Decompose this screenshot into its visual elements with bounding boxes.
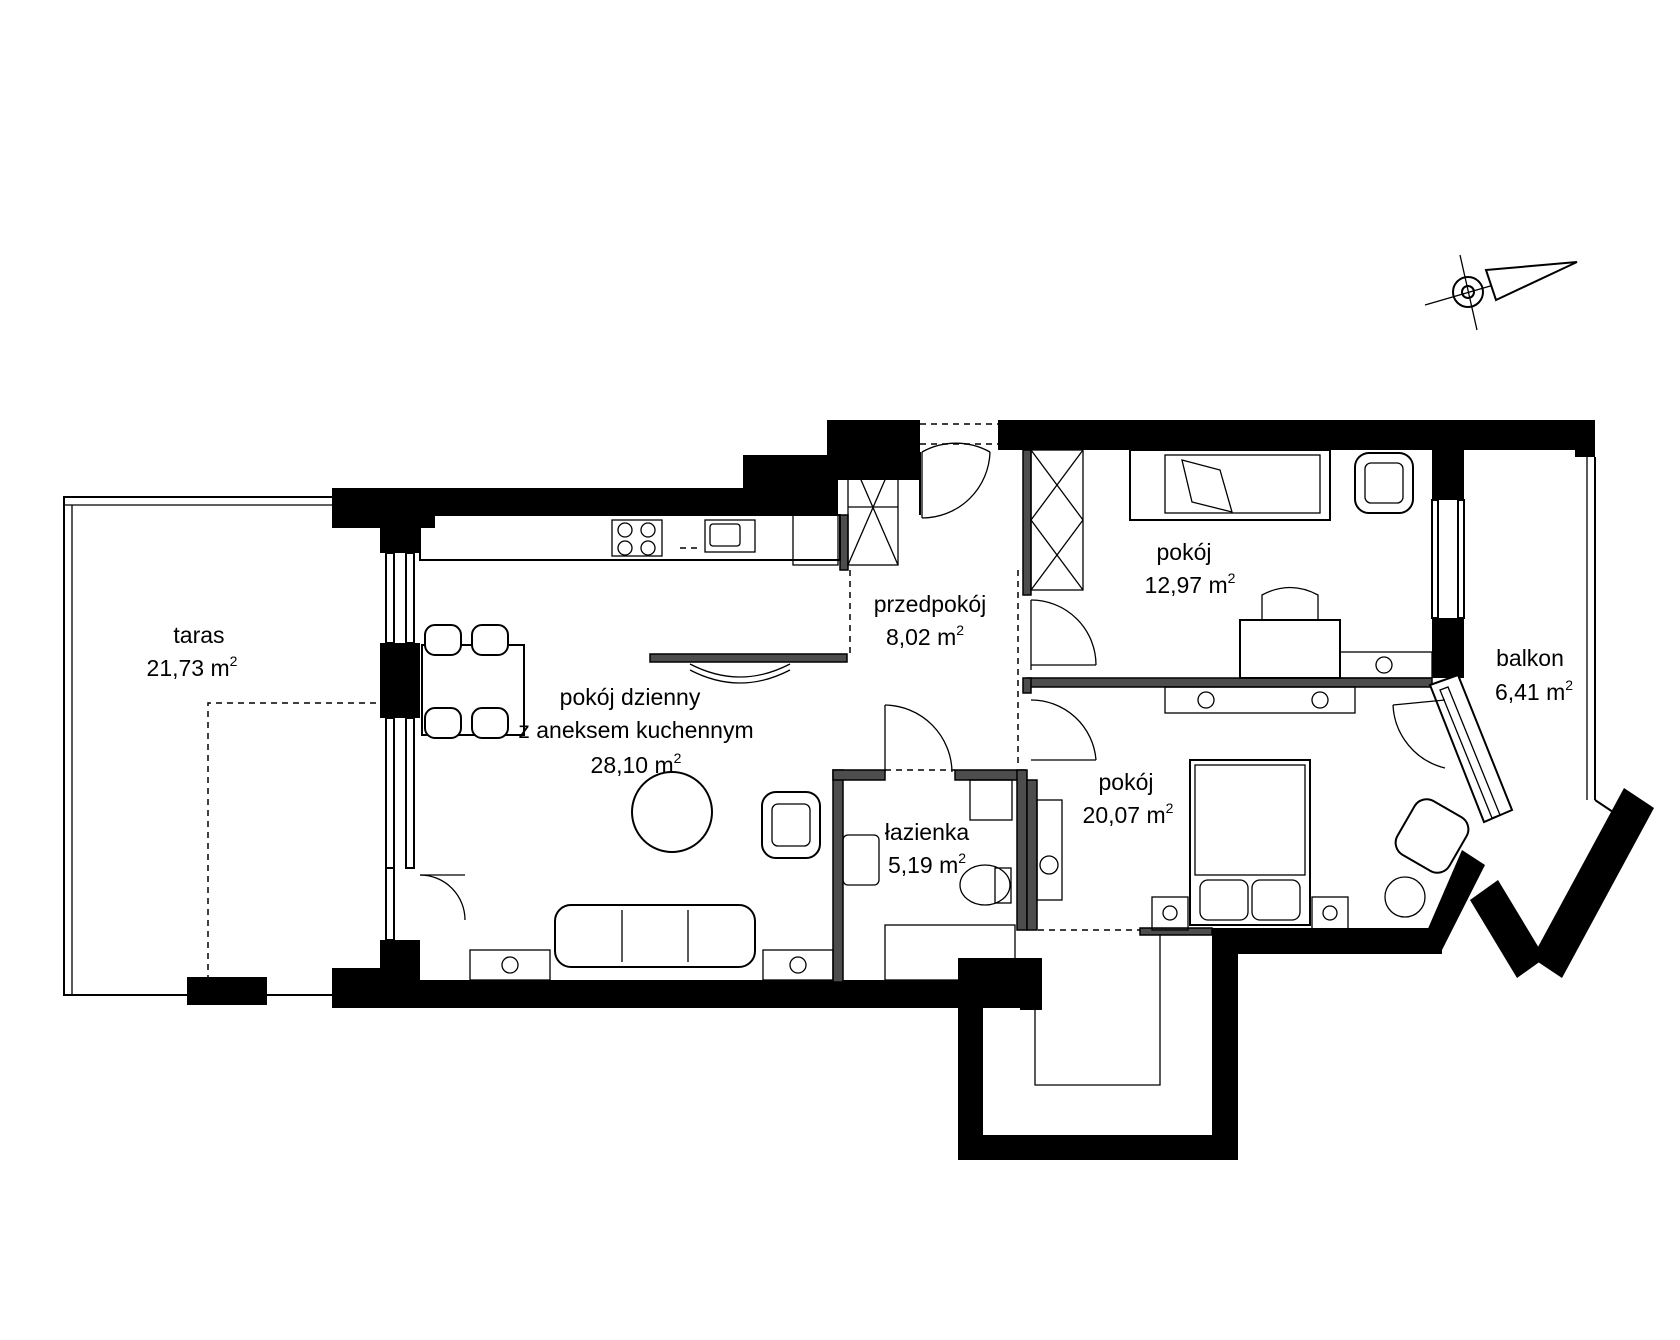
room-area-balkon: 6,41 m2: [1495, 677, 1573, 705]
doors: [419, 423, 1446, 931]
furniture: [419, 449, 1470, 1086]
terrace-outline: [63, 496, 378, 1005]
room-area-przedpokoj: 8,02 m2: [886, 622, 964, 650]
balcony-outline: [1470, 457, 1654, 978]
room-name-taras: taras: [173, 622, 224, 648]
room-name-przedpokoj: przedpokój: [874, 591, 987, 617]
room-name-pokoj-dzienny-line1: pokój dzienny: [560, 684, 701, 710]
structural-walls: [332, 420, 1595, 1160]
room-labels: taras 21,73 m2 przedpokój 8,02 m2 pokój …: [147, 539, 1574, 878]
room-area-lazienka: 5,19 m2: [888, 850, 966, 878]
room-area-pokoj-2: 20,07 m2: [1083, 800, 1174, 828]
compass-north-arrow-icon: [1424, 254, 1578, 331]
room-area-taras: 21,73 m2: [147, 653, 238, 681]
room-area-pokoj-1: 12,97 m2: [1145, 570, 1236, 598]
room-name-pokoj-dzienny-line2: z aneksem kuchennym: [518, 717, 753, 743]
room-name-balkon: balkon: [1496, 645, 1564, 671]
room-name-pokoj-1: pokój: [1157, 539, 1212, 565]
room-area-pokoj-dzienny: 28,10 m2: [591, 750, 682, 778]
room-name-pokoj-2: pokój: [1099, 769, 1154, 795]
room-name-lazienka: łazienka: [885, 819, 970, 845]
